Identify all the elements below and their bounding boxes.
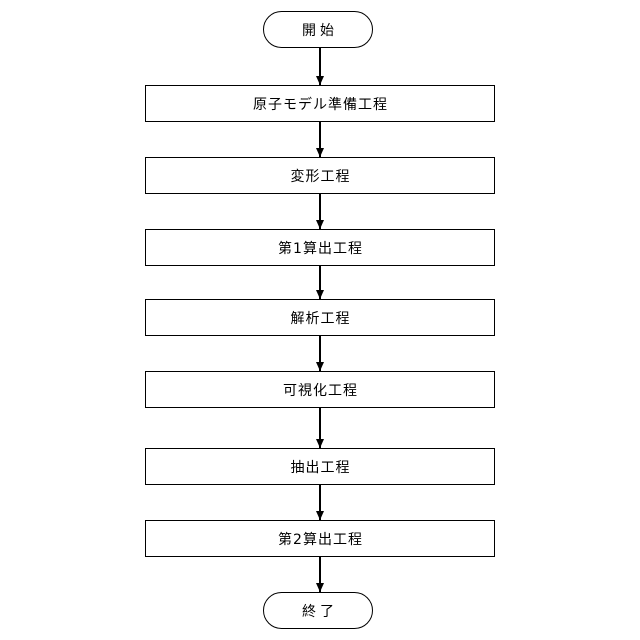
end-terminal: 終了 — [263, 592, 373, 629]
process-box-visualization: 可視化工程 — [145, 371, 495, 408]
process-label: 第1算出工程 — [278, 240, 363, 257]
process-box-second-calculation: 第2算出工程 — [145, 520, 495, 557]
flow-arrow — [319, 557, 321, 592]
process-box-analysis: 解析工程 — [145, 299, 495, 336]
flow-arrow — [319, 485, 321, 520]
process-box-deformation: 変形工程 — [145, 157, 495, 194]
start-terminal-label: 開始 — [302, 22, 338, 39]
process-box-first-calculation: 第1算出工程 — [145, 229, 495, 266]
process-label: 原子モデル準備工程 — [253, 96, 388, 113]
process-box-extraction: 抽出工程 — [145, 448, 495, 485]
process-label: 抽出工程 — [290, 459, 351, 476]
start-terminal: 開始 — [263, 11, 373, 48]
flow-arrow — [319, 122, 321, 157]
process-label: 可視化工程 — [283, 382, 358, 399]
flow-arrow — [319, 48, 321, 85]
end-terminal-label: 終了 — [302, 603, 338, 620]
process-box-atom-model-preparation: 原子モデル準備工程 — [145, 85, 495, 122]
flow-arrow — [319, 408, 321, 448]
process-label: 第2算出工程 — [278, 531, 363, 548]
process-label: 変形工程 — [290, 168, 351, 185]
flow-arrow — [319, 336, 321, 371]
flow-arrow — [319, 266, 321, 299]
process-label: 解析工程 — [290, 310, 351, 327]
flow-arrow — [319, 194, 321, 229]
